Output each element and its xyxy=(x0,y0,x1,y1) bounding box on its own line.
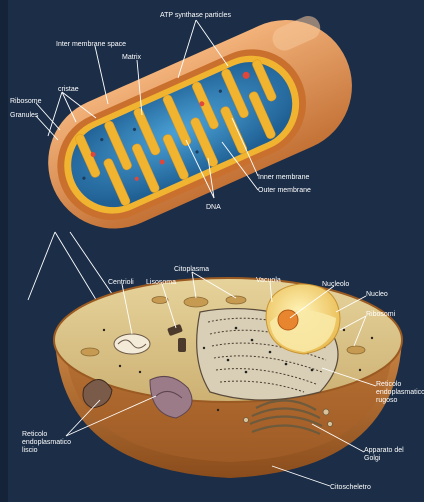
label-matrix: Matrix xyxy=(122,54,142,61)
label-reticolo-rugoso: Reticolo endoplasmaticorugoso xyxy=(376,381,424,404)
small-mitochondrion xyxy=(114,334,150,354)
label-nucleolo: Nucleolo xyxy=(322,281,349,288)
label-atp-synthase: ATP synthase particles xyxy=(160,12,231,19)
nucleus xyxy=(266,284,340,354)
label-centrioli: Centrioli xyxy=(108,279,134,286)
label-ribosomi: Ribosomi xyxy=(366,311,396,318)
label-lisosoma: Lisosoma xyxy=(146,279,176,286)
label-ribosome: Ribosome xyxy=(10,98,42,105)
label-outer-membrane: Outer membrane xyxy=(258,187,311,194)
label-inner-membrane: Inner membrane xyxy=(258,174,309,181)
label-granules: Granules xyxy=(10,112,39,119)
nucleolus-shape xyxy=(278,310,298,330)
mitochondrion xyxy=(27,0,373,250)
label-citoplasma: Citoplasma xyxy=(174,266,209,273)
label-nucleo: Nucleo xyxy=(366,291,388,298)
left-strip xyxy=(0,0,8,502)
label-dna: DNA xyxy=(206,204,221,211)
label-vacuola: Vacuola xyxy=(256,277,281,284)
label-reticolo-liscio: Reticolo endoplasmaticoliscio xyxy=(22,431,71,454)
label-cristae: cristae xyxy=(58,86,79,93)
label-intermembrane-space: Inter membrane space xyxy=(56,41,126,48)
label-golgi: Apparato del Golgi xyxy=(364,447,406,462)
cell xyxy=(54,278,402,478)
label-citoscheletro: Citoscheletro xyxy=(330,484,371,491)
